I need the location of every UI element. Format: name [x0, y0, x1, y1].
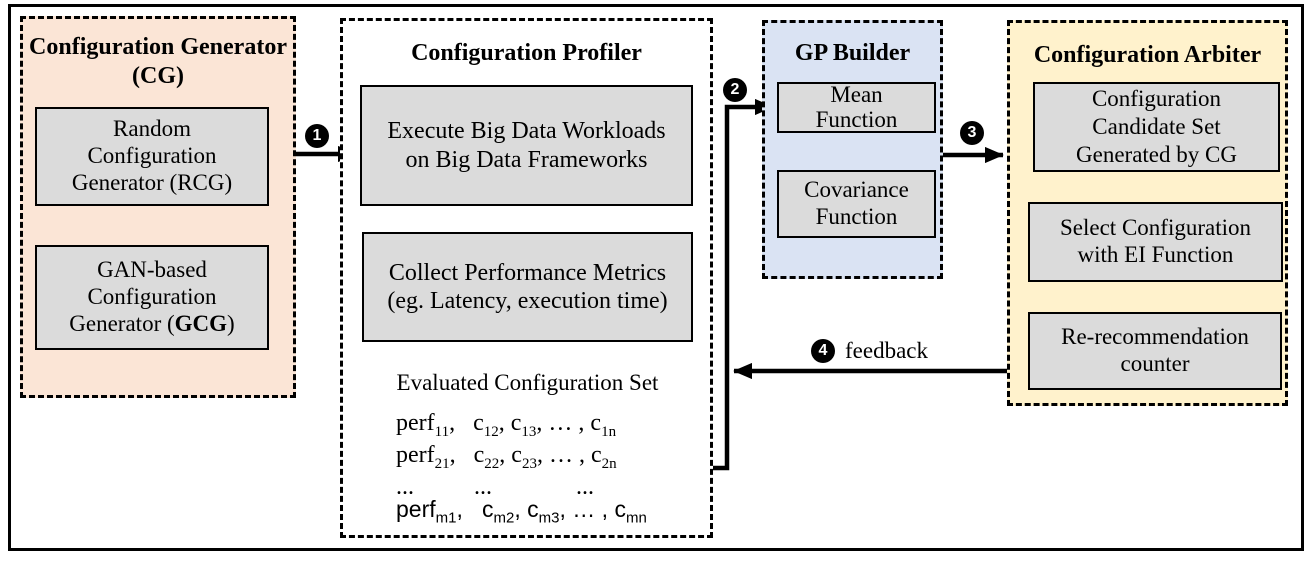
matrix-row: perf21, c22, c23, … , c2n: [396, 442, 617, 472]
evaluated-set-caption: Evaluated Configuration Set: [396, 370, 659, 395]
counter-line2: counter: [1120, 351, 1190, 376]
gcg-line3-prefix: Generator (: [69, 310, 175, 336]
gcg-line1: GAN-based: [97, 257, 207, 283]
candidate-set-box: Configuration Candidate Set Generated by…: [1033, 82, 1280, 172]
mean-line2: Function: [815, 106, 898, 132]
select-line2: with EI Function: [1077, 242, 1234, 267]
collect-metrics-box: Collect Performance Metrics (eg. Latency…: [362, 232, 693, 342]
execute-workloads-box: Execute Big Data Workloads on Big Data F…: [360, 85, 693, 206]
configuration-generator-title-line2: (CG): [132, 63, 184, 89]
collect-line1: Collect Performance Metrics: [388, 259, 667, 286]
step-4-badge: 4: [811, 339, 835, 363]
step-2-badge: 2: [723, 78, 747, 102]
gcg-line2: Configuration: [87, 284, 217, 310]
feedback-label: feedback: [845, 338, 928, 363]
gan-based-configuration-generator-box: GAN-based Configuration Generator (GCG): [35, 245, 269, 350]
gcg-line3-suffix: ): [227, 310, 235, 336]
candidate-line1: Configuration: [1091, 85, 1222, 111]
candidate-line2: Candidate Set: [1092, 113, 1221, 139]
rcg-line3: Generator (RCG): [71, 169, 233, 195]
rcg-line1: Random: [113, 116, 191, 142]
outer-frame: [8, 4, 1304, 551]
collect-line2: (eg. Latency, execution time): [387, 288, 668, 314]
mean-line1: Mean: [830, 81, 883, 107]
counter-line1: Re-recommendation: [1061, 324, 1249, 350]
covariance-function-box: Covariance Function: [777, 170, 936, 238]
select-configuration-box: Select Configuration with EI Function: [1028, 202, 1283, 282]
rerecommendation-counter-box: Re-recommendation counter: [1028, 312, 1282, 390]
execute-line1: Execute Big Data Workloads: [387, 118, 666, 145]
gp-builder-title: GP Builder: [794, 40, 911, 66]
gcg-line3: Generator (GCG): [69, 311, 234, 338]
configuration-generator-title: Configuration Generator (CG): [23, 33, 293, 91]
candidate-line3: Generated by CG: [1076, 142, 1237, 168]
matrix-row: perfm1, cm2, cm3, … , cmn: [396, 496, 647, 527]
step-3-badge: 3: [960, 121, 984, 145]
select-line1: Select Configuration: [1060, 215, 1251, 241]
configuration-profiler-title: Configuration Profiler: [411, 40, 642, 66]
mean-function-box: Mean Function: [777, 82, 936, 133]
execute-line2: on Big Data Frameworks: [405, 146, 648, 173]
configuration-generator-title-line1: Configuration Generator: [29, 34, 287, 60]
gcg-acronym: GCG: [174, 310, 228, 336]
matrix-row: ... ... ...: [396, 474, 594, 500]
configuration-arbiter-title: Configuration Arbiter: [1033, 42, 1262, 68]
rcg-line2: Configuration: [87, 143, 217, 169]
gp-builder-panel: GP Builder: [762, 20, 943, 279]
random-configuration-generator-box: Random Configuration Generator (RCG): [35, 107, 269, 206]
covariance-line2: Function: [815, 204, 898, 229]
covariance-line1: Covariance: [804, 177, 909, 203]
matrix-row: perf11, c12, c13, … , c1n: [396, 410, 617, 440]
step-1-badge: 1: [305, 124, 329, 148]
